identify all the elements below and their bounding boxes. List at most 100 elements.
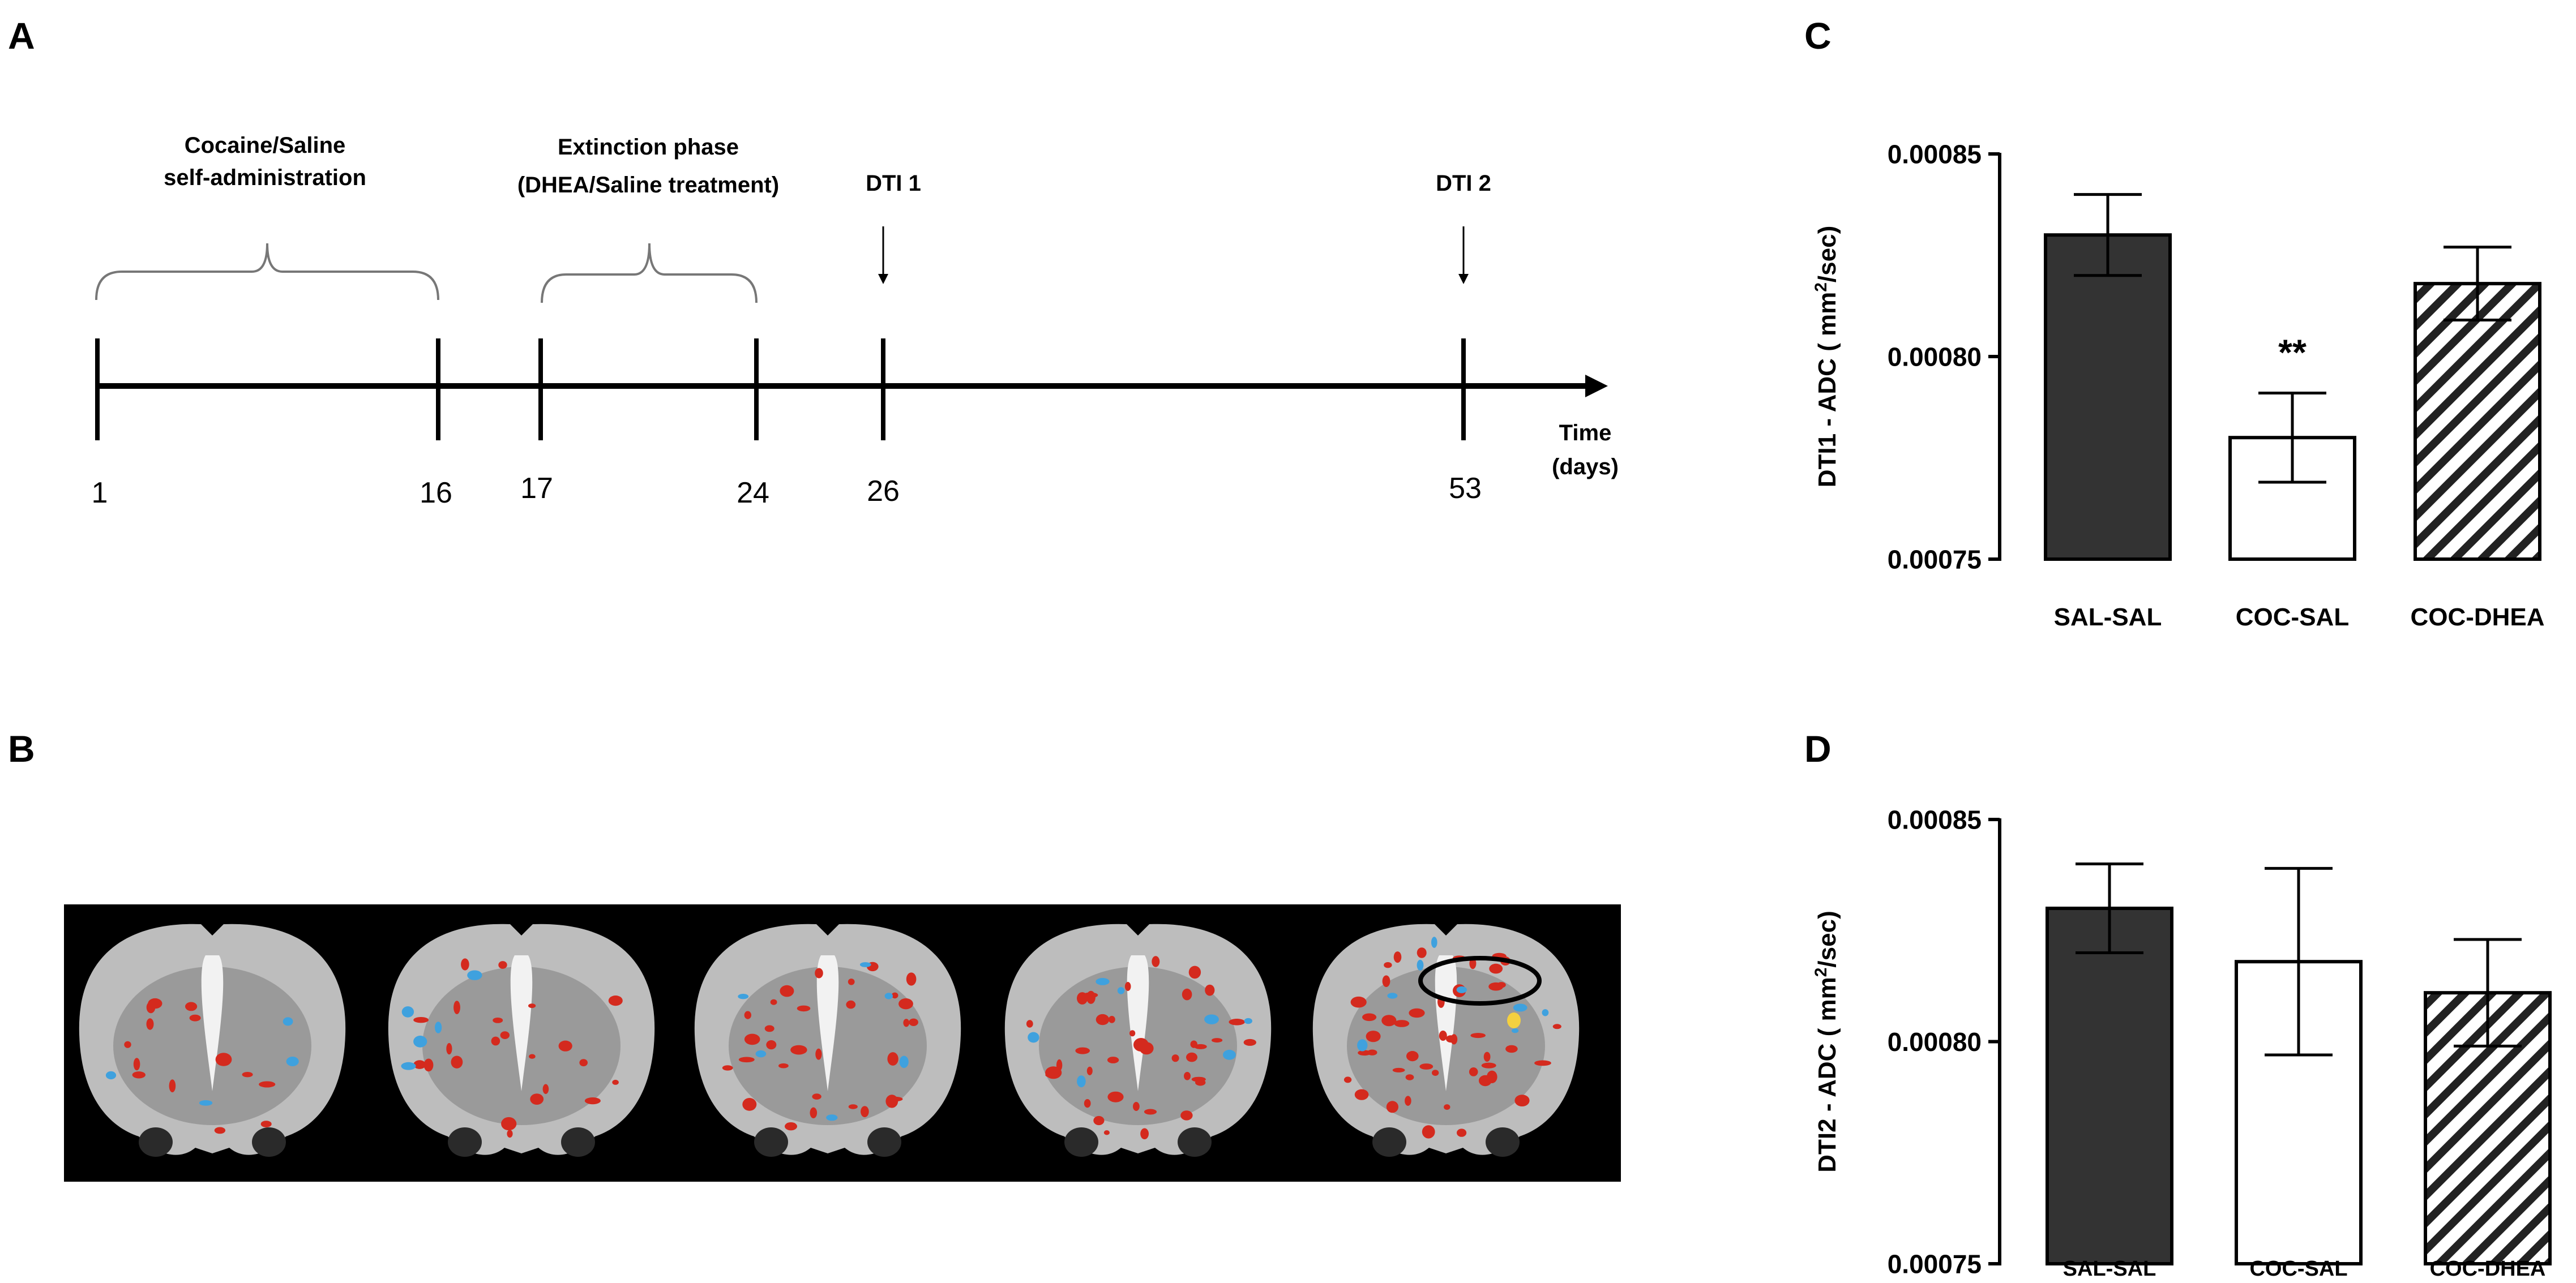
- activation-increase: [1086, 1066, 1093, 1075]
- y-tick-label: 0.00080: [1888, 1027, 1982, 1057]
- activation-decrease: [401, 1062, 416, 1070]
- activation-increase: [124, 1041, 131, 1048]
- brain-lobe-left: [448, 1127, 482, 1157]
- brain-lobe-left: [1064, 1127, 1098, 1157]
- activation-increase: [608, 995, 623, 1006]
- activation-increase: [413, 1017, 429, 1023]
- activation-increase: [1382, 975, 1390, 987]
- bar-sal-sal: [2044, 233, 2172, 561]
- brain-lobe-left: [139, 1127, 173, 1157]
- activation-increase: [1194, 1044, 1207, 1049]
- activation-increase: [790, 1045, 807, 1055]
- activation-decrease: [1513, 1003, 1527, 1012]
- bar-sal-sal: [2046, 907, 2173, 1265]
- activation-increase: [1212, 1038, 1223, 1043]
- activation-increase: [1362, 1013, 1377, 1022]
- activation-increase: [1084, 1099, 1091, 1108]
- activation-increase: [461, 958, 469, 971]
- activation-increase: [1422, 1125, 1435, 1139]
- activation-increase: [491, 1036, 500, 1046]
- activation-increase: [1171, 1054, 1179, 1062]
- activation-increase: [1096, 1014, 1110, 1025]
- activation-increase: [1432, 1070, 1439, 1076]
- activation-increase: [1343, 1076, 1352, 1083]
- brain-slices: [79, 924, 1580, 1157]
- activation-increase: [1409, 1008, 1425, 1018]
- time-axis-label: Time: [1559, 420, 1612, 445]
- activation-increase: [1350, 996, 1367, 1008]
- activation-increase: [1358, 1050, 1371, 1056]
- activation-increase: [1107, 1057, 1119, 1063]
- activation-decrease: [283, 1017, 293, 1026]
- activation-increase: [1469, 1067, 1478, 1076]
- activation-decrease: [1512, 1028, 1519, 1033]
- activation-increase: [579, 1059, 588, 1067]
- activation-increase: [812, 1093, 821, 1100]
- phase1-label-line2: self-administration: [164, 165, 366, 190]
- activation-increase: [1354, 1089, 1369, 1100]
- activation-increase: [215, 1053, 232, 1066]
- activation-increase: [780, 985, 794, 997]
- brain-slices-image: [64, 904, 1621, 1182]
- dti1-arrowhead: [878, 274, 888, 284]
- time-axis-unit: (days): [1552, 454, 1619, 479]
- activation-increase: [1552, 1024, 1561, 1029]
- activation-increase: [1082, 992, 1098, 998]
- activation-increase: [744, 1011, 752, 1019]
- activation-increase: [742, 1098, 757, 1111]
- activation-increase: [738, 1057, 755, 1063]
- activation-increase: [770, 999, 777, 1005]
- activation-increase: [1124, 982, 1131, 991]
- brain-slice-1: [79, 924, 346, 1157]
- activation-increase: [848, 1104, 858, 1109]
- activation-increase: [1056, 1059, 1063, 1071]
- activation-increase: [848, 979, 855, 985]
- activation-increase: [1483, 1052, 1491, 1062]
- activation-increase: [214, 1127, 226, 1134]
- x-category-label: COC-SAL: [2249, 1257, 2347, 1281]
- activation-increase: [906, 972, 917, 986]
- activation-increase: [1534, 1060, 1551, 1066]
- activation-decrease: [1028, 1032, 1039, 1043]
- activation-increase: [766, 1040, 777, 1050]
- activation-increase: [1180, 1110, 1193, 1121]
- dti1-label: DTI 1: [866, 171, 921, 196]
- activation-decrease: [286, 1057, 299, 1066]
- activation-decrease: [1542, 1009, 1549, 1016]
- brain-ventricle: [816, 955, 839, 1091]
- activation-increase: [764, 1025, 774, 1032]
- activation-increase: [1405, 1074, 1414, 1080]
- activation-increase: [810, 1107, 818, 1118]
- activation-increase: [1514, 1095, 1530, 1106]
- timeline-diagram: 1 16 17 24 26 53 Time (days) Cocaine/Sal…: [92, 133, 1619, 509]
- brain-slice-3: [694, 924, 961, 1157]
- activation-increase: [1444, 1104, 1450, 1110]
- activation-increase: [1439, 1031, 1447, 1041]
- activation-increase: [909, 1018, 918, 1026]
- activation-decrease: [413, 1035, 427, 1048]
- activation-increase: [1109, 1016, 1115, 1023]
- activation-decrease: [859, 962, 871, 967]
- activation-increase: [1093, 1115, 1105, 1126]
- day-label-26: 26: [867, 475, 900, 508]
- x-category-label: SAL-SAL: [2054, 603, 2162, 631]
- activation-increase: [584, 1097, 601, 1105]
- activation-increase: [785, 1122, 797, 1131]
- activation-increase: [529, 1054, 536, 1059]
- activation-decrease: [1431, 937, 1437, 948]
- x-category-label: COC-DHEA: [2430, 1257, 2546, 1281]
- day-label-16: 16: [420, 477, 452, 509]
- activation-increase: [815, 1048, 822, 1060]
- brain-ventricle: [510, 955, 533, 1091]
- activation-increase: [1188, 966, 1201, 979]
- activation-increase: [189, 1014, 201, 1022]
- activation-increase: [451, 1055, 463, 1069]
- activation-decrease: [1456, 986, 1467, 993]
- activation-increase: [1182, 988, 1192, 1001]
- activation-increase: [1386, 1101, 1398, 1113]
- activation-increase: [1488, 982, 1504, 991]
- activation-increase: [530, 1093, 544, 1105]
- activation-increase: [1152, 956, 1160, 967]
- activation-increase: [887, 1052, 898, 1066]
